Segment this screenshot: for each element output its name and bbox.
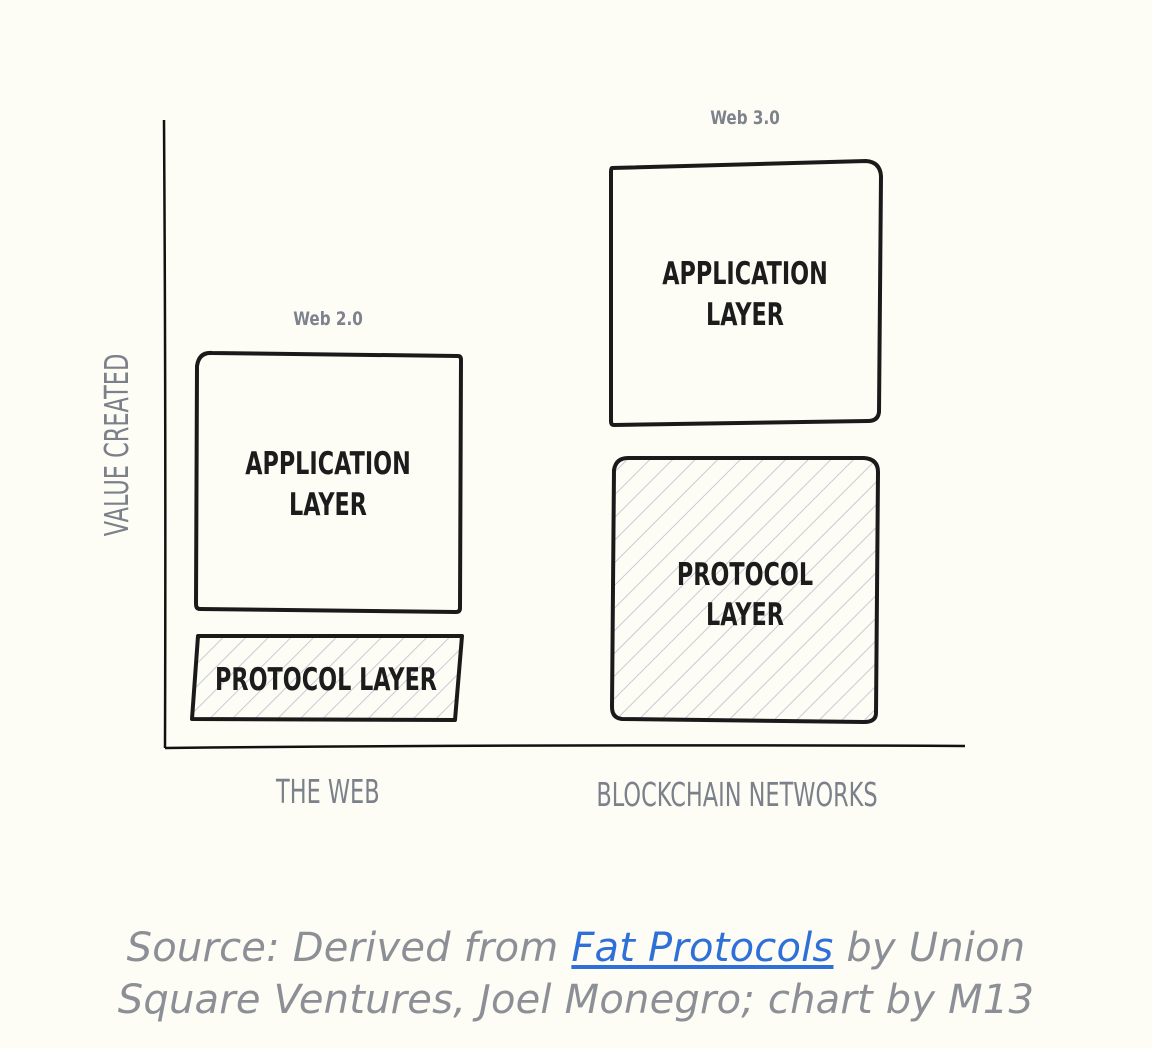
web2-category-label: THE WEB [275, 773, 379, 812]
x-axis [164, 744, 966, 750]
web3-protocol-box [610, 456, 880, 724]
web3-application-label-line1: APPLICATION [662, 256, 828, 292]
web2-application-label-line2: LAYER [289, 487, 367, 523]
web3-application-box [609, 159, 883, 427]
y-axis-label: VALUE CREATED [98, 354, 137, 537]
caption-line-1: Source: Derived from Fat Protocols by Un… [40, 922, 1112, 974]
fat-protocols-diagram: VALUE CREATED Web 2.0 APPLICATION LAYER … [98, 107, 966, 815]
web2-protocol-label: PROTOCOL LAYER [215, 662, 437, 698]
caption-prefix: Source: Derived from [126, 925, 572, 971]
caption-middle: by Union [833, 925, 1026, 971]
web2-tag: Web 2.0 [293, 308, 363, 330]
caption-line-2: Square Ventures, Joel Monegro; chart by … [117, 977, 1035, 1023]
source-caption: Source: Derived from Fat Protocols by Un… [40, 922, 1112, 1026]
web3-tag: Web 3.0 [710, 107, 780, 129]
y-axis [162, 119, 167, 749]
web3-protocol-label-line1: PROTOCOL [677, 557, 813, 593]
web3-protocol-label-line2: LAYER [706, 597, 784, 633]
web3-application-label-line2: LAYER [706, 297, 784, 333]
fat-protocols-link[interactable]: Fat Protocols [571, 925, 834, 971]
web2-application-label-line1: APPLICATION [245, 446, 411, 482]
web2-protocol-box [190, 634, 464, 722]
web2-application-box [194, 350, 463, 614]
web3-category-label: BLOCKCHAIN NETWORKS [596, 776, 877, 815]
